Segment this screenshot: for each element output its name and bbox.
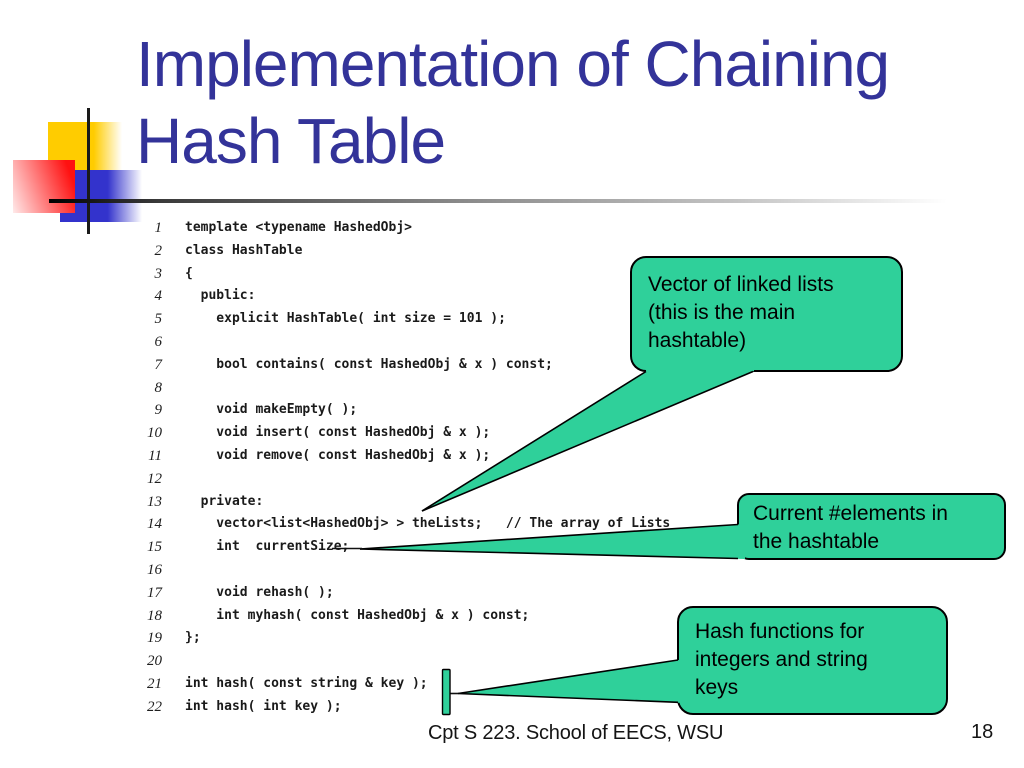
callout-text-line: the hashtable bbox=[753, 530, 880, 553]
code-line-21: 21 int hash( const string & key ); bbox=[140, 673, 670, 696]
code-line-12: 12 bbox=[140, 468, 670, 491]
code-line-text: }; bbox=[185, 630, 201, 646]
code-line-2: 2 class HashTable bbox=[140, 240, 670, 263]
code-line-number: 9 bbox=[154, 402, 163, 419]
decoration-red-square bbox=[13, 160, 75, 213]
code-line-number: 17 bbox=[147, 584, 162, 601]
callout-text-line: Hash functions for bbox=[695, 620, 865, 643]
code-line-text: void remove( const HashedObj & x ); bbox=[185, 447, 491, 463]
code-line-number: 4 bbox=[154, 288, 163, 305]
code-line-9: 9 void makeEmpty( ); bbox=[140, 399, 670, 422]
callout-text-line: (this is the main bbox=[648, 301, 796, 324]
code-line-13: 13 private: bbox=[140, 491, 670, 514]
code-line-number: 11 bbox=[148, 447, 162, 464]
callout-hash-functions: Hash functions for integers and string k… bbox=[677, 606, 948, 715]
code-line-text: int hash( int key ); bbox=[185, 698, 342, 714]
code-line-number: 18 bbox=[147, 607, 162, 624]
code-line-text: void insert( const HashedObj & x ); bbox=[185, 425, 491, 441]
code-line-text: bool contains( const HashedObj & x ) con… bbox=[185, 356, 553, 372]
slide-title: Implementation of Chaining Hash Table bbox=[136, 26, 890, 180]
code-line-1: 1 template <typename HashedObj> bbox=[140, 217, 670, 240]
code-line-17: 17 void rehash( ); bbox=[140, 582, 670, 605]
code-line-number: 20 bbox=[147, 653, 162, 670]
code-line-15: 15 int currentSize; bbox=[140, 536, 670, 559]
code-line-text: vector<list<HashedObj> > theLists; // Th… bbox=[185, 516, 671, 532]
code-line-7: 7 bool contains( const HashedObj & x ) c… bbox=[140, 354, 670, 377]
slide-title-line2: Hash Table bbox=[136, 105, 446, 177]
code-line-text: { bbox=[185, 265, 193, 281]
code-line-19: 19}; bbox=[140, 627, 670, 650]
code-line-8: 8 bbox=[140, 377, 670, 400]
code-line-text: explicit HashTable( int size = 101 ); bbox=[185, 311, 506, 327]
code-line-text: void rehash( ); bbox=[185, 584, 334, 600]
code-line-4: 4 public: bbox=[140, 285, 670, 308]
code-line-text: template <typename HashedObj> bbox=[185, 220, 412, 235]
code-line-number: 8 bbox=[154, 379, 163, 396]
code-line-number: 15 bbox=[147, 539, 162, 556]
code-line-22: 22 int hash( int key ); bbox=[140, 696, 670, 719]
code-line-number: 16 bbox=[147, 561, 162, 578]
code-line-number: 12 bbox=[147, 470, 162, 487]
callout-vector-of-linked-lists: Vector of linked lists (this is the main… bbox=[630, 256, 903, 372]
code-line-text: public: bbox=[185, 288, 256, 304]
code-line-text: int hash( const string & key ); bbox=[185, 675, 428, 691]
code-line-6: 6 bbox=[140, 331, 670, 354]
code-listing: 1 template <typename HashedObj> 2 class Has… bbox=[140, 217, 670, 719]
code-line-text: int myhash( const HashedObj & x ) const; bbox=[185, 607, 530, 623]
callout-text-line: hashtable) bbox=[648, 329, 747, 352]
callout-current-elements: Current #elements in the hashtable bbox=[737, 493, 1006, 560]
code-line-3: 3{ bbox=[140, 263, 670, 286]
code-line-20: 20 bbox=[140, 650, 670, 673]
code-line-11: 11 void remove( const HashedObj & x ); bbox=[140, 445, 670, 468]
footer-text: Cpt S 223. School of EECS, WSU bbox=[428, 722, 724, 744]
callout-text-line: Current #elements in bbox=[753, 502, 948, 525]
callout-text-line: Vector of linked lists bbox=[648, 273, 834, 296]
code-line-14: 14 vector<list<HashedObj> > theLists; //… bbox=[140, 513, 670, 536]
code-line-number: 1 bbox=[154, 220, 163, 236]
code-line-number: 6 bbox=[154, 333, 163, 350]
code-line-18: 18 int myhash( const HashedObj & x ) con… bbox=[140, 605, 670, 628]
code-line-text: int currentSize; bbox=[185, 539, 350, 555]
slide-title-line1: Implementation of Chaining bbox=[136, 28, 890, 100]
code-line-number: 3 bbox=[154, 265, 163, 282]
code-line-number: 5 bbox=[154, 311, 163, 328]
code-line-text: void makeEmpty( ); bbox=[185, 402, 358, 418]
code-line-number: 7 bbox=[154, 356, 163, 373]
code-line-number: 19 bbox=[147, 630, 162, 647]
code-line-10: 10 void insert( const HashedObj & x ); bbox=[140, 422, 670, 445]
callout-text-line: keys bbox=[695, 676, 739, 699]
code-line-number: 13 bbox=[147, 493, 162, 510]
callout-text-line: integers and string bbox=[695, 648, 868, 671]
code-line-number: 10 bbox=[147, 425, 162, 442]
title-divider-line bbox=[49, 199, 965, 203]
code-line-5: 5 explicit HashTable( int size = 101 ); bbox=[140, 308, 670, 331]
code-line-text: private: bbox=[185, 493, 264, 509]
code-line-text: class HashTable bbox=[185, 242, 303, 258]
decoration-vertical-line bbox=[87, 108, 90, 234]
code-line-number: 22 bbox=[147, 698, 162, 715]
page-number: 18 bbox=[971, 721, 994, 743]
code-line-number: 2 bbox=[154, 242, 163, 259]
code-line-number: 14 bbox=[147, 516, 162, 533]
code-line-number: 21 bbox=[147, 675, 162, 692]
code-line-16: 16 bbox=[140, 559, 670, 582]
